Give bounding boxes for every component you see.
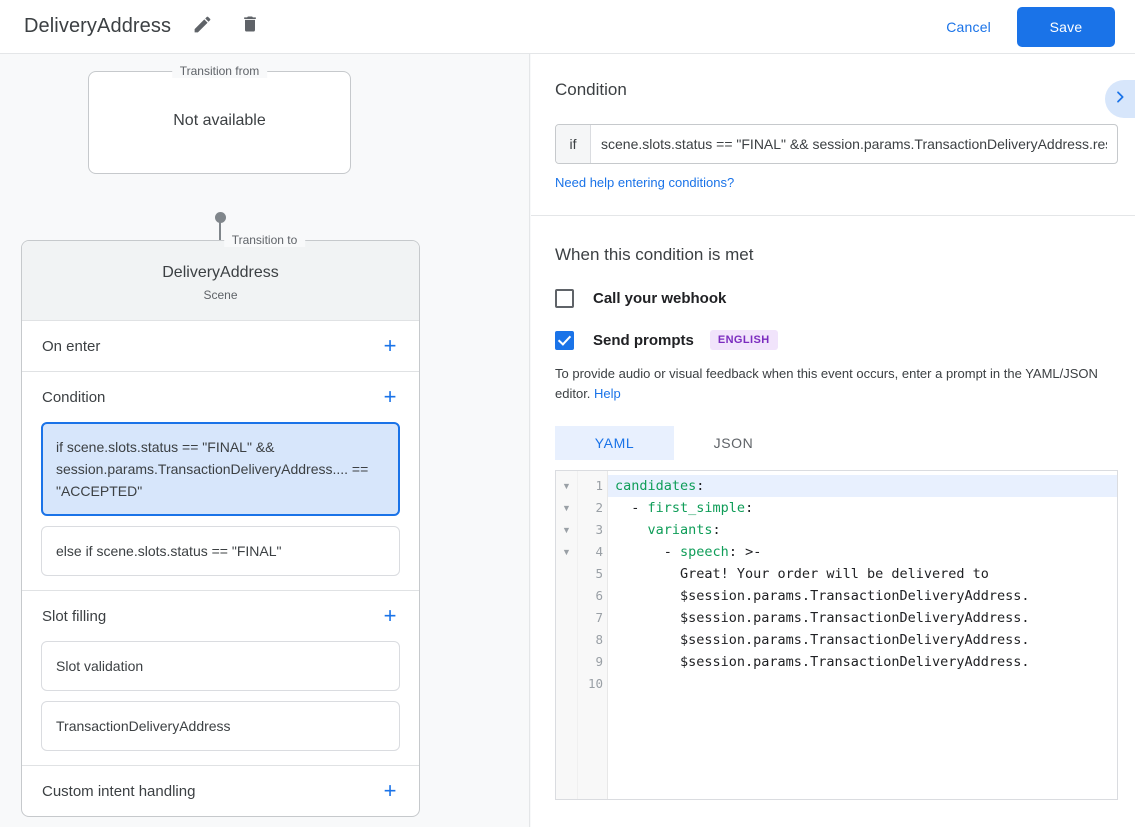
editor-fold-toggle xyxy=(556,673,577,695)
scene-name: DeliveryAddress xyxy=(162,264,279,281)
condition-input[interactable] xyxy=(591,125,1117,163)
section-custom-intent-handling: Custom intent handling + xyxy=(22,766,419,816)
section-slot-filling: Slot filling + Slot validation Transacti… xyxy=(22,591,419,766)
left-panel: Transition from Not available Transition… xyxy=(0,54,530,827)
editor-fold-toggle[interactable]: ▼ xyxy=(562,547,571,557)
editor-format-tabs: YAML JSON xyxy=(555,426,1118,460)
section-title-slot-filling: Slot filling xyxy=(42,607,107,625)
trash-icon xyxy=(240,14,260,39)
app-bar: DeliveryAddress Cancel Save xyxy=(0,0,1135,54)
condition-help-link[interactable]: Need help entering conditions? xyxy=(555,175,735,190)
call-webhook-checkbox[interactable] xyxy=(555,289,574,308)
editor-line-numbers: 1 2 3 4 5 6 7 8 9 10 xyxy=(578,471,608,799)
editor-line-number: 10 xyxy=(587,676,603,691)
call-webhook-row[interactable]: Call your webhook xyxy=(555,289,1135,308)
when-condition-met-heading: When this condition is met xyxy=(555,245,754,264)
editor-line-number: 5 xyxy=(595,566,603,581)
editor-fold-gutter: ▼ ▼ ▼ ▼ xyxy=(556,471,578,799)
editor-fold-toggle[interactable]: ▼ xyxy=(562,481,571,491)
section-title-on-enter: On enter xyxy=(42,337,101,355)
prompt-hint-body: To provide audio or visual feedback when… xyxy=(555,366,1098,401)
editor-line-number: 8 xyxy=(595,632,603,647)
editor-line-number: 1 xyxy=(595,478,603,493)
delete-button[interactable] xyxy=(233,10,267,44)
add-custom-intent-button[interactable]: + xyxy=(383,778,397,803)
editor-code-line[interactable]: - speech: >- xyxy=(615,544,762,560)
editor-code-area[interactable]: candidates: - first_simple: variants: - … xyxy=(608,471,1117,799)
editor-fold-toggle xyxy=(556,607,577,629)
transition-from-legend: Transition from xyxy=(171,64,268,78)
editor-line-number: 7 xyxy=(595,610,603,625)
condition-heading: Condition xyxy=(555,80,627,99)
save-button[interactable]: Save xyxy=(1017,6,1115,47)
editor-fold-toggle xyxy=(556,585,577,607)
editor-fold-toggle[interactable]: ▼ xyxy=(562,503,571,513)
tab-json[interactable]: JSON xyxy=(713,435,754,451)
editor-code-line[interactable]: $session.params.TransactionDeliveryAddre… xyxy=(615,654,1030,670)
list-item[interactable]: TransactionDeliveryAddress xyxy=(41,701,400,751)
editor-code-line[interactable]: $session.params.TransactionDeliveryAddre… xyxy=(615,610,1030,626)
add-slot-filling-button[interactable]: + xyxy=(383,603,397,628)
condition-list: if scene.slots.status == "FINAL" && sess… xyxy=(22,422,419,590)
editor-code-line[interactable]: - first_simple: xyxy=(615,500,754,516)
editor-line-number: 3 xyxy=(595,522,603,537)
expand-panel-button[interactable] xyxy=(1105,80,1135,118)
section-condition: Condition + if scene.slots.status == "FI… xyxy=(22,372,419,591)
transition-from-card: Transition from Not available xyxy=(88,64,351,174)
editor-code-line[interactable]: variants: xyxy=(647,522,721,538)
cancel-button[interactable]: Cancel xyxy=(932,10,1005,44)
editor-code-line[interactable]: $session.params.TransactionDeliveryAddre… xyxy=(615,588,1030,604)
edit-name-button[interactable] xyxy=(185,10,219,44)
add-condition-button[interactable]: + xyxy=(383,384,397,409)
tab-yaml[interactable]: YAML xyxy=(555,426,674,460)
language-badge: ENGLISH xyxy=(709,330,778,350)
transition-from-value: Not available xyxy=(173,112,266,129)
section-header-custom-intent-handling[interactable]: Custom intent handling + xyxy=(22,766,419,816)
list-item[interactable]: if scene.slots.status == "FINAL" && sess… xyxy=(41,422,400,516)
section-header-slot-filling[interactable]: Slot filling + xyxy=(22,591,419,641)
section-header-condition[interactable]: Condition + xyxy=(22,372,419,422)
condition-input-row: if xyxy=(555,124,1118,164)
editor-fold-toggle xyxy=(556,563,577,585)
pencil-icon xyxy=(192,14,213,40)
transition-to-card: DeliveryAddress Scene On enter + Conditi… xyxy=(21,240,420,817)
transition-to-legend: Transition to xyxy=(223,233,306,247)
editor-fold-toggle xyxy=(556,651,577,673)
editor-code-line[interactable]: candidates: xyxy=(608,475,1117,497)
send-prompts-checkbox[interactable] xyxy=(555,330,574,350)
scene-header: DeliveryAddress Scene xyxy=(22,241,419,321)
editor-line-number: 2 xyxy=(595,500,603,515)
section-title-custom-intent-handling: Custom intent handling xyxy=(42,782,196,800)
prompt-hint-text: To provide audio or visual feedback when… xyxy=(555,364,1121,404)
section-on-enter: On enter + xyxy=(22,321,419,372)
editor-line-number: 9 xyxy=(595,654,603,669)
slot-filling-list: Slot validation TransactionDeliveryAddre… xyxy=(22,641,419,765)
editor-line-number: 4 xyxy=(595,544,603,559)
call-webhook-label: Call your webhook xyxy=(593,290,727,307)
editor-fold-toggle xyxy=(556,629,577,651)
editor-fold-toggle[interactable]: ▼ xyxy=(562,525,571,535)
list-item[interactable]: else if scene.slots.status == "FINAL" xyxy=(41,526,400,576)
editor-code-line[interactable]: Great! Your order will be delivered to xyxy=(615,566,989,582)
condition-block: Condition if Need help entering conditio… xyxy=(531,54,1135,216)
if-prefix-label: if xyxy=(556,125,591,163)
editor-code-line[interactable]: $session.params.TransactionDeliveryAddre… xyxy=(615,632,1030,648)
right-panel: Condition if Need help entering conditio… xyxy=(531,54,1135,827)
editor-line-number: 6 xyxy=(595,588,603,603)
chevron-right-icon xyxy=(1112,89,1128,110)
prompt-hint-help-link[interactable]: Help xyxy=(594,386,621,401)
code-editor[interactable]: ▼ ▼ ▼ ▼ 1 2 3 4 5 6 7 8 9 10 candidates: - first_sim… xyxy=(555,470,1118,800)
scene-type: Scene xyxy=(203,288,238,302)
add-on-enter-button[interactable]: + xyxy=(383,333,397,358)
section-title-condition: Condition xyxy=(42,388,106,406)
section-header-on-enter[interactable]: On enter + xyxy=(22,321,419,371)
page-title: DeliveryAddress xyxy=(24,15,172,37)
editor-code-line[interactable] xyxy=(608,673,1117,695)
send-prompts-label: Send prompts xyxy=(593,331,694,349)
send-prompts-row[interactable]: Send prompts ENGLISH xyxy=(555,330,1135,350)
page-body: Transition from Not available Transition… xyxy=(0,54,1135,827)
list-item[interactable]: Slot validation xyxy=(41,641,400,691)
when-condition-met-block: When this condition is met Call your web… xyxy=(531,217,1135,800)
